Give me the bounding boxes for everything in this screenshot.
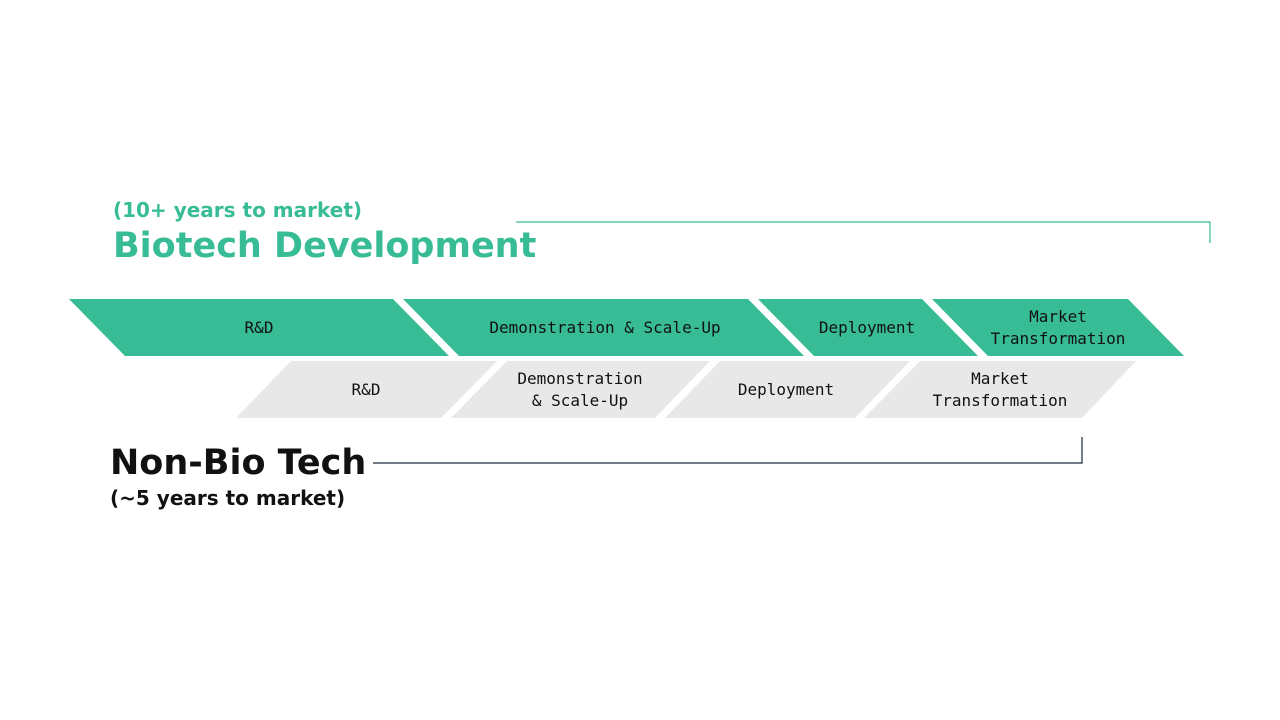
nonbio-title: Non-Bio Tech <box>110 443 367 483</box>
nonbio-stage-demo <box>451 361 710 418</box>
biotech-stage-market <box>932 299 1184 356</box>
stage-label-line: Market <box>1029 307 1087 326</box>
stage-label-line: & Scale-Up <box>531 391 629 410</box>
nonbio-stage-label: Deployment <box>738 379 834 401</box>
nonbio-stage-market <box>864 361 1136 418</box>
stage-label-line: Deployment <box>818 318 916 337</box>
biotech-stage-label: Demonstration & Scale-Up <box>489 317 720 339</box>
stage-label-line: Demonstration <box>517 369 643 388</box>
stage-label-line: R&D <box>244 318 274 337</box>
nonbio-stage-rd <box>236 361 497 418</box>
stage-label-line: Deployment <box>737 380 835 399</box>
biotech-stage-deploy <box>758 299 978 356</box>
biotech-title: Biotech Development <box>113 226 537 266</box>
nonbio-bracket-line <box>373 437 1083 464</box>
stage-label-line: Demonstration & Scale-Up <box>489 318 721 337</box>
biotech-subtitle: (10+ years to market) <box>113 198 363 222</box>
nonbio-stage-label: R&D <box>352 379 381 401</box>
stage-label-line: Transformation <box>990 329 1126 348</box>
biotech-stage-label: R&D <box>245 317 274 339</box>
stage-label-line: Transformation <box>932 391 1068 410</box>
nonbio-subtitle: (~5 years to market) <box>110 486 346 510</box>
stage-label-line: Market <box>971 369 1029 388</box>
nonbio-stage-deploy <box>665 361 910 418</box>
stage-label-line: R&D <box>351 380 381 399</box>
biotech-stage-rd <box>69 299 449 356</box>
biotech-bracket-line <box>516 221 1211 243</box>
nonbio-stage-label: Demonstration & Scale-Up <box>517 368 642 412</box>
biotech-stage-label: Deployment <box>819 317 915 339</box>
biotech-stage-demo <box>403 299 804 356</box>
